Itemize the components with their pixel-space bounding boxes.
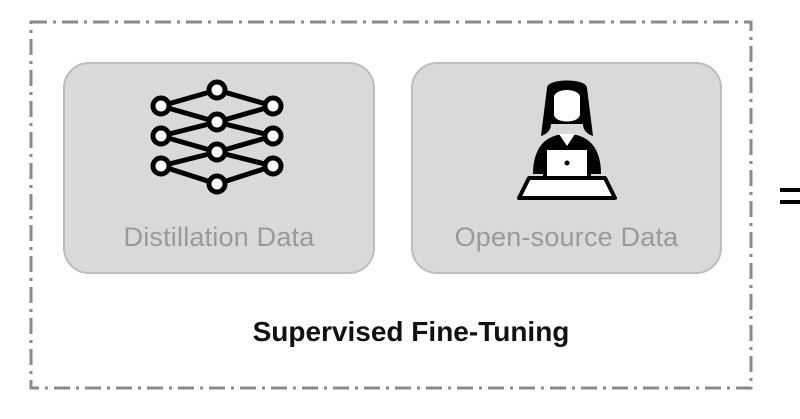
section-title: Supervised Fine-Tuning — [252, 316, 570, 347]
open-source-data-card: Open-source Data — [411, 62, 722, 274]
neural-network-icon — [150, 79, 284, 195]
distillation-data-label: Distillation Data — [123, 222, 315, 252]
distillation-data-card: Distillation Data — [63, 62, 375, 274]
person-at-laptop-icon — [516, 80, 617, 200]
open-source-data-label: Open-source Data — [454, 222, 679, 252]
equals-icon — [780, 188, 800, 204]
